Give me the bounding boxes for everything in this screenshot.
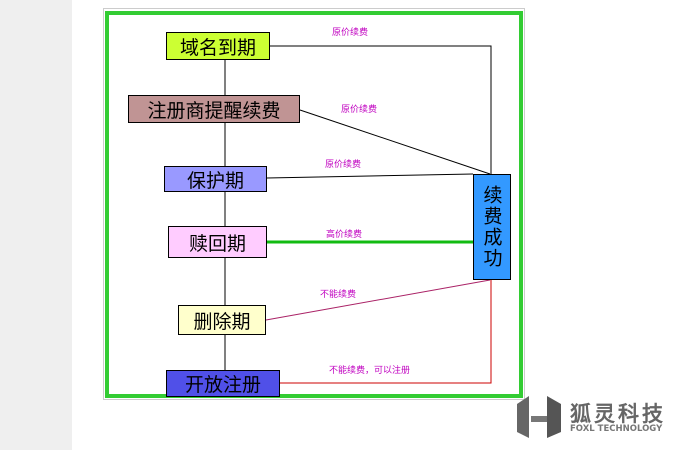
edge-label-original-price-3: 原价续费 xyxy=(325,160,362,170)
diagram-frame xyxy=(103,8,525,400)
edge-label-original-price-2: 原价续费 xyxy=(341,105,378,115)
foxl-logo-icon xyxy=(517,396,561,438)
edge-expire-success xyxy=(270,45,492,174)
logo-text-en: FOXL TECHNOLOGY xyxy=(570,424,663,434)
node-domain-expire: 域名到期 xyxy=(166,32,270,60)
logo-text-cn: 狐灵科技 xyxy=(570,402,666,426)
node-registrar-reminder: 注册商提醒续费 xyxy=(128,95,300,123)
edge-open-success xyxy=(280,280,492,384)
node-open-registration: 开放注册 xyxy=(166,370,280,397)
edge-remind-success xyxy=(299,109,491,175)
green-border xyxy=(105,11,523,398)
node-deletion-period: 删除期 xyxy=(178,305,266,335)
edge-label-cannot-renew: 不能续费 xyxy=(320,290,357,300)
node-protection-period: 保护期 xyxy=(164,166,267,192)
edge-label-high-price: 高价续费 xyxy=(326,230,363,240)
node-renewal-success: 续费成功 xyxy=(473,174,511,280)
edge-label-original-price-1: 原价续费 xyxy=(332,28,369,38)
edge-label-cannot-renew-can-register: 不能续费，可以注册 xyxy=(329,366,411,376)
left-sidebar-strip xyxy=(0,0,72,450)
node-redemption-period: 赎回期 xyxy=(168,226,267,258)
edge-delete-success xyxy=(265,279,491,321)
edge-protect-success xyxy=(266,173,474,179)
